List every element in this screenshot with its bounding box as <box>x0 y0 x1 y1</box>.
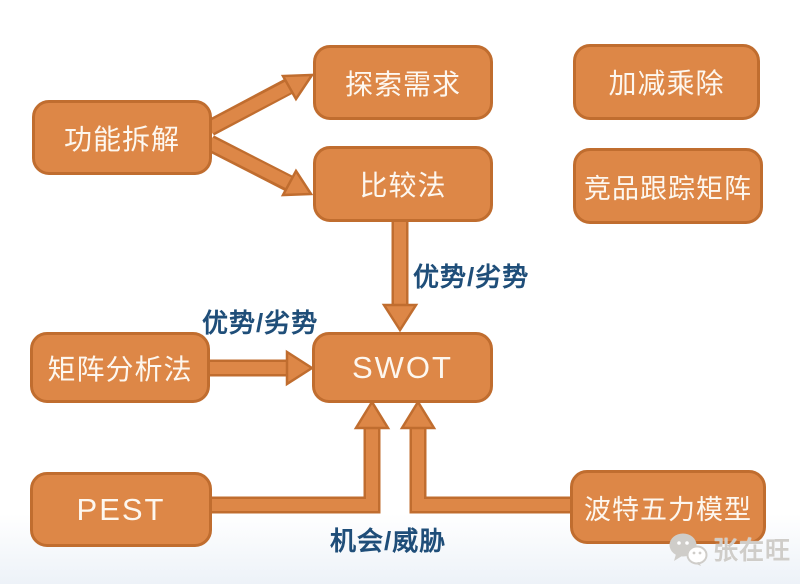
edge-label-opportunity-threat: 机会/威胁 <box>330 526 447 556</box>
edge-label-strength-weakness-vertical: 优势/劣势 <box>413 262 530 292</box>
edge-matrix-to-swot <box>205 349 315 387</box>
edge-comparison-to-swot <box>381 218 419 333</box>
node-label: 比较法 <box>359 170 447 201</box>
node-porter-five-forces: 波特五力模型 <box>570 470 766 544</box>
node-label: 竞品跟踪矩阵 <box>584 173 752 204</box>
node-label: 功能拆解 <box>63 123 180 155</box>
node-label: PEST <box>76 491 166 527</box>
edge-feature-to-comparison <box>205 135 314 197</box>
watermark: 张在旺 <box>668 531 791 567</box>
node-matrix-analysis: 矩阵分析法 <box>30 332 210 403</box>
node-pest: PEST <box>30 472 212 547</box>
node-label: 矩阵分析法 <box>47 353 193 385</box>
edge-feature-to-explore <box>205 73 315 136</box>
node-explore-requirements: 探索需求 <box>313 45 493 120</box>
node-arithmetic: 加减乘除 <box>573 44 760 120</box>
node-competitor-tracking-matrix: 竞品跟踪矩阵 <box>573 148 763 224</box>
edge-label-strength-weakness-horizontal: 优势/劣势 <box>202 308 319 338</box>
wechat-icon <box>669 533 708 566</box>
watermark-text: 张在旺 <box>713 537 792 565</box>
edge-porter-to-swot <box>399 399 576 514</box>
node-label: 加减乘除 <box>608 68 725 99</box>
node-feature-breakdown: 功能拆解 <box>32 100 212 175</box>
edge-pest-to-swot <box>206 399 391 514</box>
node-label: 探索需求 <box>344 68 461 100</box>
node-label: 波特五力模型 <box>584 494 752 525</box>
node-comparison-method: 比较法 <box>313 146 493 222</box>
node-label: SWOT <box>352 349 453 385</box>
node-swot: SWOT <box>312 332 493 403</box>
